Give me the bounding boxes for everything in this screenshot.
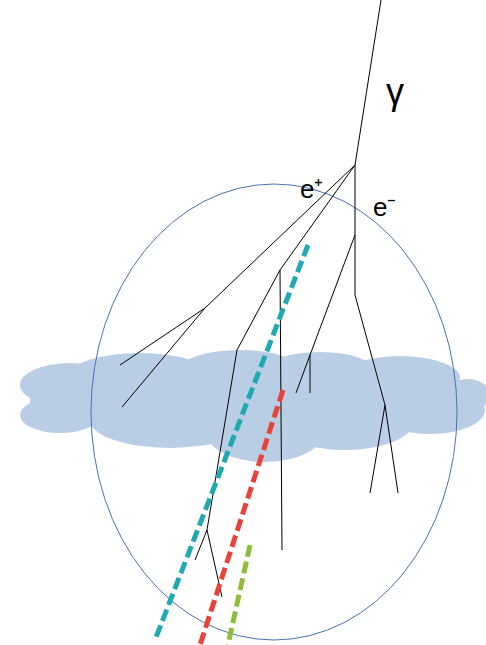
- particle-tracks: [120, 0, 398, 597]
- dashed-rays: [155, 245, 308, 645]
- particle-label: γ: [386, 74, 404, 110]
- particle-label: e⁻: [373, 194, 396, 220]
- cloud: [20, 350, 486, 462]
- particle-label: e⁺: [300, 176, 323, 202]
